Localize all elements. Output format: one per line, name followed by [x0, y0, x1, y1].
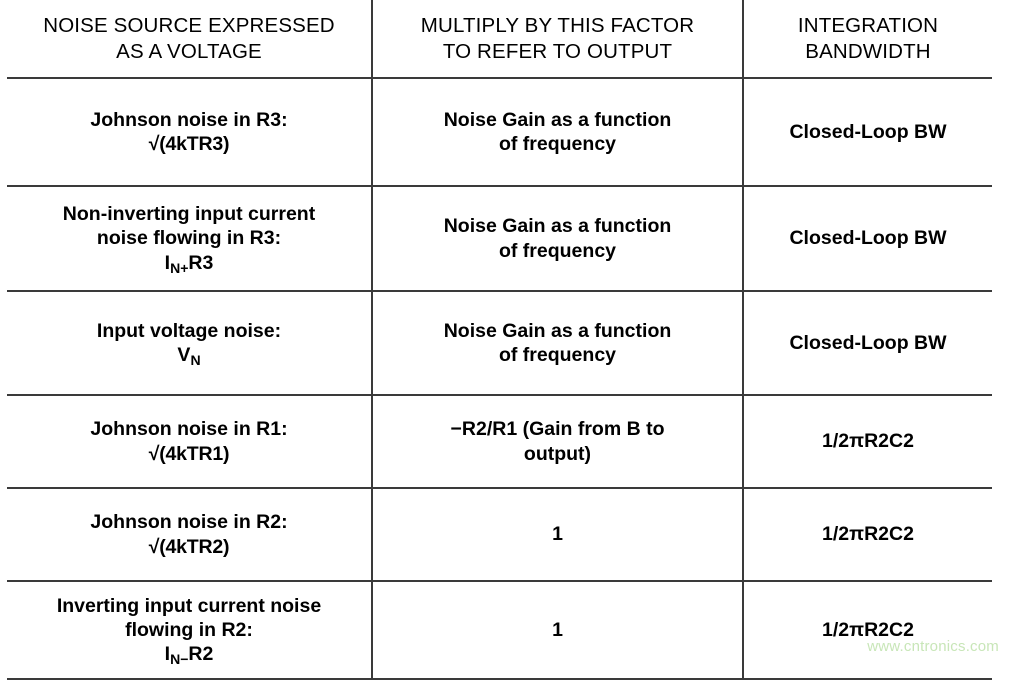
symbol-voltage-noise: V — [177, 344, 191, 366]
symbol-subscript: N — [190, 351, 201, 368]
source-line-2: √(4kTR3) — [148, 133, 230, 155]
source-line-3: IN−R2 — [13, 642, 365, 666]
table-header: NOISE SOURCE EXPRESSED AS A VOLTAGE MULT… — [7, 0, 992, 79]
column-header-integration-bandwidth: INTEGRATION BANDWIDTH — [743, 0, 992, 79]
cell-noise-source: Non-inverting input current noise flowin… — [7, 186, 372, 292]
source-line-2: noise flowing in R3: — [96, 227, 282, 250]
cell-integration-bandwidth: 1/2πR2C2 — [743, 581, 992, 680]
cell-noise-source: Johnson noise in R2: √(4kTR2) — [7, 488, 372, 582]
cell-multiply-factor: Noise Gain as a function of frequency — [371, 78, 744, 187]
cell-integration-bandwidth: Closed-Loop BW — [743, 186, 992, 292]
cell-integration-bandwidth: Closed-Loop BW — [743, 78, 992, 187]
symbol-resistor: R3 — [188, 251, 214, 274]
table-body: Johnson noise in R3: √(4kTR3) Noise Gain… — [7, 78, 992, 680]
table-row: Johnson noise in R1: √(4kTR1) −R2/R1 (Ga… — [7, 395, 992, 489]
source-line-2: √(4kTR1) — [148, 442, 230, 465]
source-line-1: Input voltage noise: — [96, 319, 282, 342]
factor-line-1: 1 — [552, 618, 563, 641]
cell-multiply-factor: 1 — [371, 488, 744, 582]
cell-integration-bandwidth: 1/2πR2C2 — [743, 488, 992, 582]
header-row: NOISE SOURCE EXPRESSED AS A VOLTAGE MULT… — [7, 0, 992, 79]
source-line-1: Johnson noise in R2: — [90, 511, 288, 534]
cell-noise-source: Input voltage noise: VN — [7, 291, 372, 396]
source-line-3: IN+R3 — [13, 251, 365, 275]
factor-line-1: Noise Gain as a function — [443, 108, 672, 131]
symbol-subscript: N+ — [170, 259, 189, 276]
cell-integration-bandwidth: Closed-Loop BW — [743, 291, 992, 396]
header-line-1: MULTIPLY BY THIS FACTOR — [420, 14, 695, 38]
symbol-current-noise: I — [164, 251, 171, 274]
header-line-2: AS A VOLTAGE — [116, 39, 262, 63]
header-line-1: NOISE SOURCE EXPRESSED — [43, 14, 335, 38]
source-line-1: Johnson noise in R1: — [90, 418, 288, 441]
source-line-1: Non-inverting input current — [62, 203, 316, 226]
table-row: Input voltage noise: VN Noise Gain as a … — [7, 291, 992, 396]
source-line-2: flowing in R2: — [125, 618, 253, 641]
factor-line-1: Noise Gain as a function — [443, 215, 672, 238]
source-line-2: VN — [13, 343, 365, 367]
factor-line-1: Noise Gain as a function — [443, 319, 672, 342]
source-line-1: Inverting input current noise — [56, 594, 322, 617]
factor-line-2: of frequency — [498, 344, 617, 366]
factor-line-1: 1 — [552, 523, 563, 546]
source-line-1: Johnson noise in R3: — [90, 108, 288, 131]
cell-multiply-factor: Noise Gain as a function of frequency — [371, 186, 744, 292]
column-header-noise-source: NOISE SOURCE EXPRESSED AS A VOLTAGE — [7, 0, 372, 79]
source-line-2: √(4kTR2) — [148, 535, 230, 558]
factor-line-2: of frequency — [498, 133, 617, 155]
cell-noise-source: Inverting input current noise flowing in… — [7, 581, 372, 680]
table-row: Johnson noise in R2: √(4kTR2) 1 1/2πR2C2 — [7, 488, 992, 582]
symbol-current-noise: I — [164, 643, 171, 666]
factor-line-2: of frequency — [498, 239, 617, 262]
cell-multiply-factor: −R2/R1 (Gain from B to output) — [371, 395, 744, 489]
symbol-resistor: R2 — [188, 643, 214, 666]
header-line-2: TO REFER TO OUTPUT — [442, 39, 673, 63]
cell-noise-source: Johnson noise in R1: √(4kTR1) — [7, 395, 372, 489]
cell-multiply-factor: Noise Gain as a function of frequency — [371, 291, 744, 396]
table-row: Non-inverting input current noise flowin… — [7, 186, 992, 292]
cell-multiply-factor: 1 — [371, 581, 744, 680]
cell-integration-bandwidth: 1/2πR2C2 — [743, 395, 992, 489]
table-row: Inverting input current noise flowing in… — [7, 581, 992, 680]
symbol-subscript: N− — [170, 651, 189, 667]
watermark-cntronics: www.cntronics.com — [867, 638, 999, 655]
header-line-2: BANDWIDTH — [805, 39, 931, 63]
factor-line-1: −R2/R1 (Gain from B to — [450, 418, 665, 441]
noise-contributions-table: NOISE SOURCE EXPRESSED AS A VOLTAGE MULT… — [7, 0, 992, 680]
column-header-multiply-factor: MULTIPLY BY THIS FACTOR TO REFER TO OUTP… — [371, 0, 744, 79]
factor-line-2: output) — [523, 442, 592, 465]
cell-noise-source: Johnson noise in R3: √(4kTR3) — [7, 78, 372, 187]
table-row: Johnson noise in R3: √(4kTR3) Noise Gain… — [7, 78, 992, 187]
header-line-1: INTEGRATION — [797, 14, 939, 38]
